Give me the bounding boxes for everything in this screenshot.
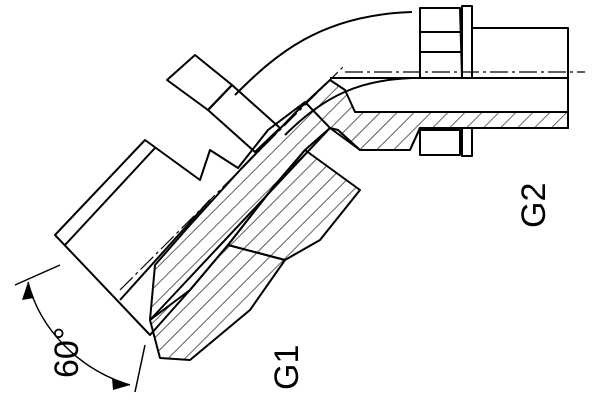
washer-bottom [461, 127, 473, 157]
g2-label: G2 [515, 183, 553, 228]
hex-nut-lower [419, 129, 461, 156]
washer-top [461, 5, 473, 79]
angle-arrow-top [22, 282, 34, 300]
hatched-flange-2 [227, 149, 361, 261]
hatched-flange [149, 244, 286, 361]
hatched-section [149, 79, 569, 321]
angle-label: 60° [48, 327, 86, 378]
angle-arrow-bottom [112, 378, 130, 390]
g1-thread-line-1 [64, 147, 156, 246]
cap-nut-outline [166, 54, 233, 111]
angle-extension-line-1 [14, 264, 61, 286]
centerline-angled [119, 64, 346, 291]
elbow-tube-outer [234, 11, 413, 96]
g1-thread-line-2 [119, 199, 211, 301]
g1-label: G1 [268, 345, 306, 390]
hex-nut-outline [419, 7, 463, 79]
angle-extension-line-2 [134, 344, 146, 393]
